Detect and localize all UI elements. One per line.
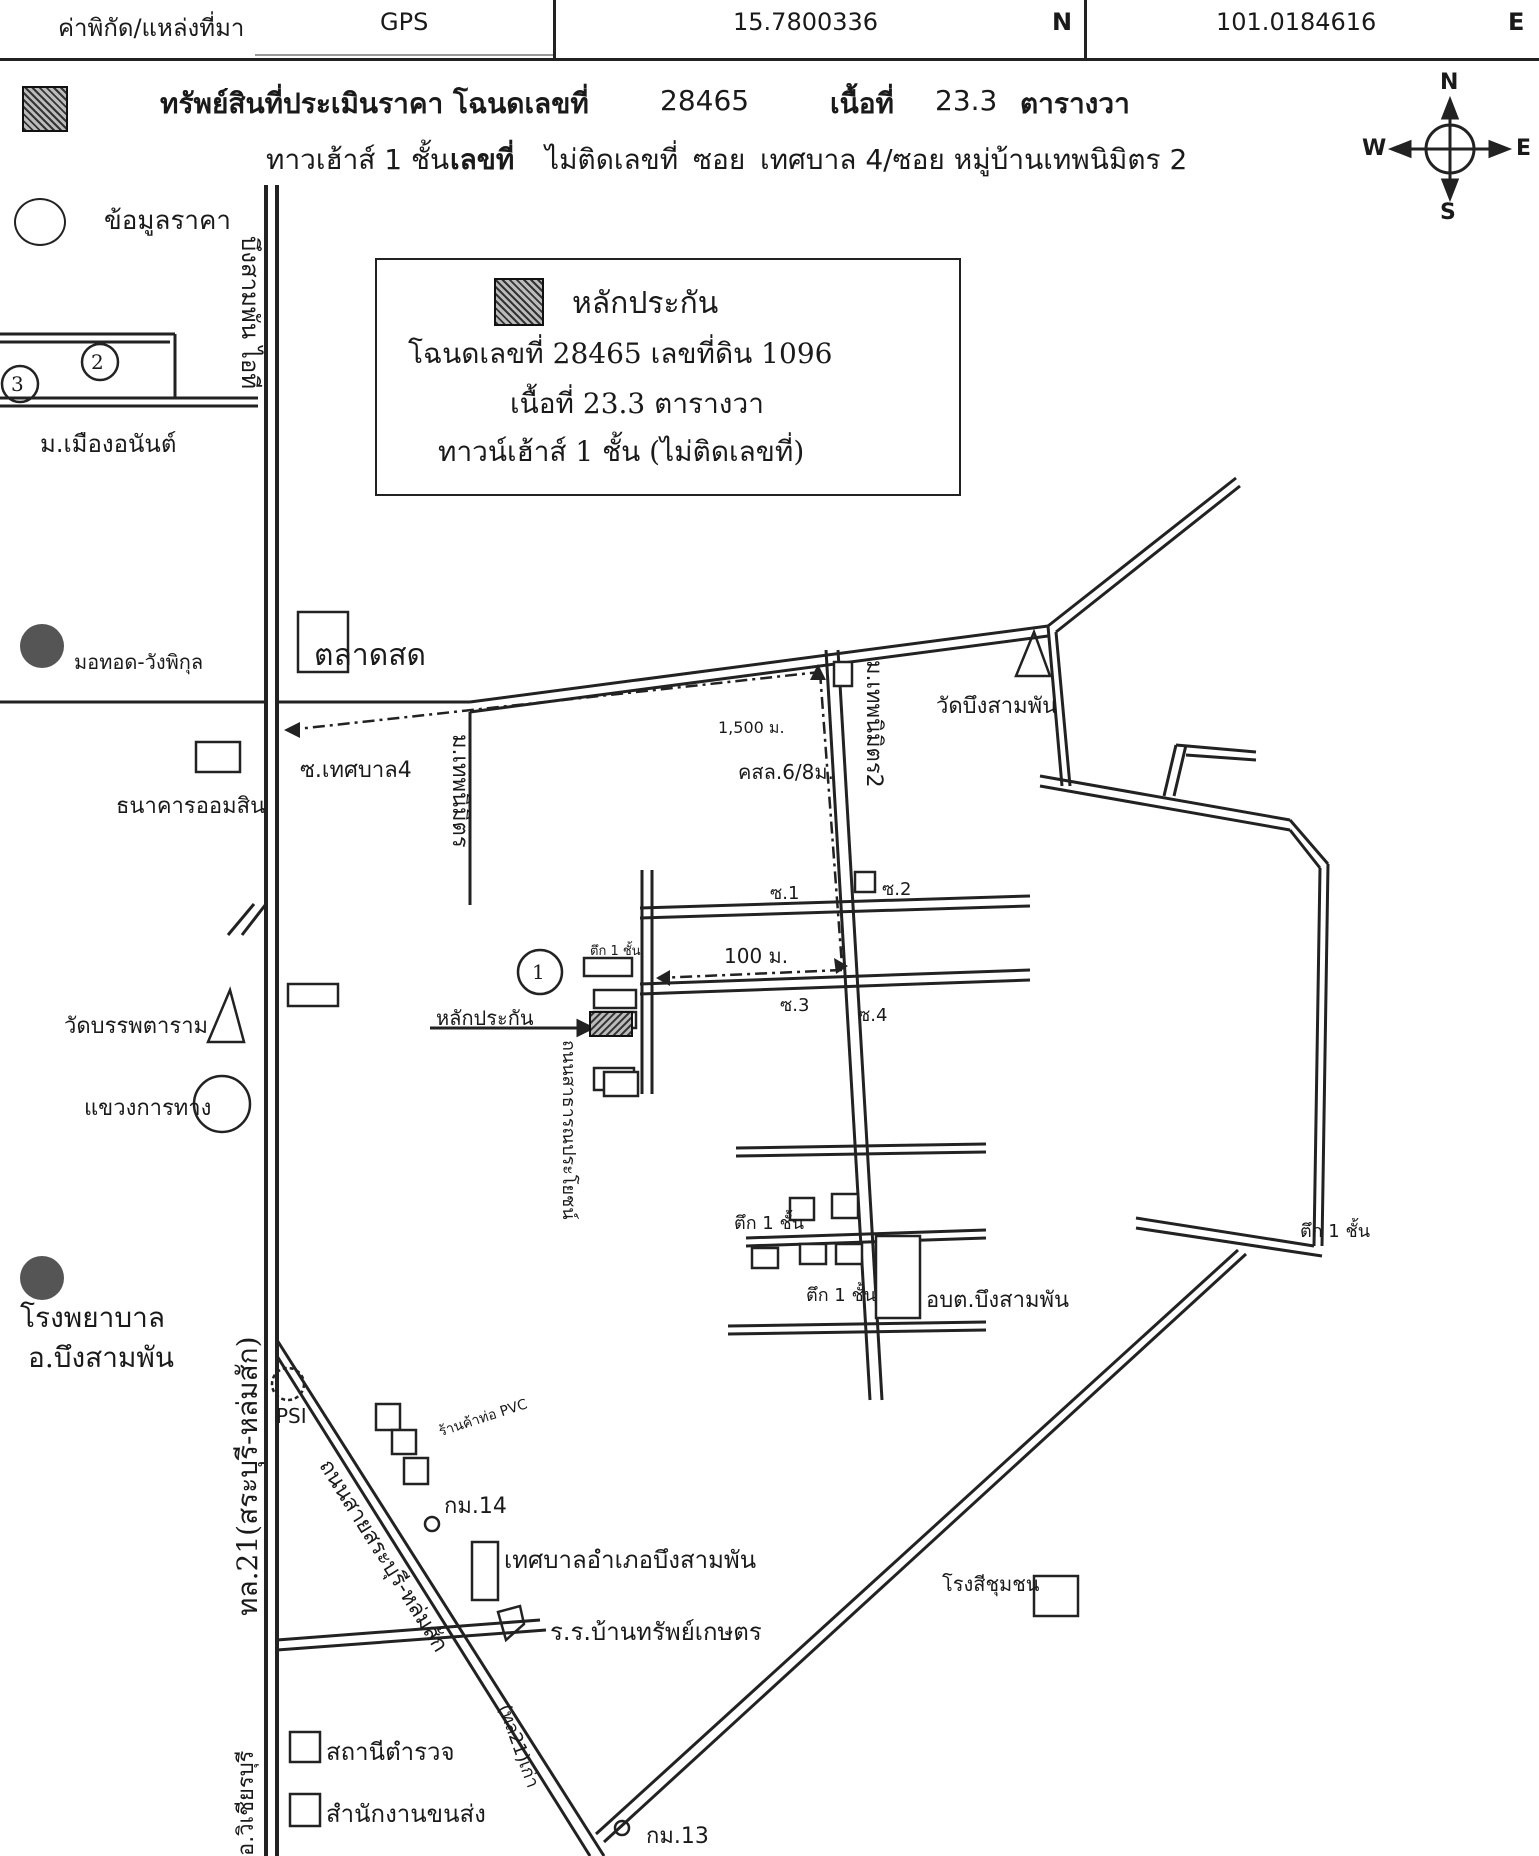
distance-100: 100 ม.	[724, 944, 789, 968]
old-road-label: ถนนสายสระบุรี-หล่มสัก	[313, 1455, 453, 1657]
teuk-label-c: ตึก 1 ชั้น	[1300, 1221, 1371, 1242]
price-circle-icon	[14, 198, 66, 246]
soi-tessaban4-label: ซ.เทศบาล4	[300, 758, 412, 783]
area-value: 23.3	[935, 84, 998, 117]
legend-box	[375, 258, 961, 496]
coordinate-header: ค่าพิกัด/แหล่งที่มา GPS 15.7800336 N 101…	[0, 0, 1539, 61]
building-type: ทาวเฮ้าส์ 1 ชั้น	[266, 143, 450, 176]
teuk-label-a: ตึก 1 ชั้น	[734, 1213, 805, 1234]
compass-n: N	[1440, 70, 1459, 95]
km13-label: กม.13	[646, 1824, 709, 1849]
coord-source: GPS	[380, 8, 429, 36]
collateral-swatch	[22, 86, 68, 132]
soi-4-label: ซ.4	[858, 1005, 888, 1026]
market-label: ตลาดสด	[314, 638, 426, 673]
pvc-shop-label: ร้านค้าท่อ PVC	[436, 1396, 530, 1441]
collateral-parcel	[589, 1011, 633, 1037]
distance-1500: 1,500 ม.	[718, 718, 785, 737]
teuk-label-small: ตึก 1 ชั้น	[590, 944, 641, 959]
divider	[1084, 0, 1087, 58]
teuk-label-b: ตึก 1 ชั้น	[806, 1285, 877, 1306]
school-label: ร.ร.บ้านทรัพย์เกษตร	[550, 1618, 762, 1646]
price-data-label: ข้อมูลราคา	[104, 206, 232, 236]
road-spec-label: คสล.6/8ม.	[738, 760, 834, 784]
legend-line3: ทาวน์เฮ้าส์ 1 ชั้น (ไม่ติดเลขที่)	[438, 435, 805, 468]
property-title: ทรัพย์สินที่ประเมินราคา โฉนดเลขที่	[160, 87, 589, 120]
divider	[553, 0, 556, 58]
compass-rose-icon	[1424, 123, 1476, 175]
paint-factory-label: โรงสีชุมชน	[942, 1572, 1040, 1596]
latitude-dir: N	[1052, 8, 1073, 36]
house-number: ไม่ติดเลขที่	[545, 143, 679, 176]
soi-label: ซอย	[693, 143, 746, 176]
mu-thep-label: ม.เทพนิมิตร	[447, 734, 472, 848]
area-label: เนื้อที่	[830, 87, 894, 120]
compass-w: W	[1362, 136, 1387, 161]
pin-2: 2	[91, 350, 104, 374]
legend-line1: โฉนดเลขที่ 28465 เลขที่ดิน 1096	[408, 337, 833, 370]
wat-banphot-label: วัดบรรพตาราม	[64, 1014, 209, 1039]
deed-number: 28465	[660, 84, 750, 117]
hospital-label-1: โรงพยาบาล	[20, 1301, 165, 1334]
highway-dept-label: แขวงการทาง	[84, 1096, 212, 1121]
bueng-phan-it-label: บึงสามพัน ไอที	[236, 236, 264, 390]
savings-bank-label: ธนาคารออมสิน	[116, 794, 266, 819]
pin-3: 3	[11, 372, 24, 396]
compass-s: S	[1440, 200, 1456, 225]
psi-label: PSI	[276, 1404, 307, 1428]
latitude-value: 15.7800336	[733, 8, 879, 36]
soi-2-label: ซ.2	[882, 879, 912, 900]
soi-1-label: ซ.1	[770, 883, 800, 904]
wat-bueng-label: วัดบึงสามพัน	[936, 694, 1058, 719]
mothod-label: มอทอด-วังพิกุล	[74, 650, 204, 674]
longitude-dir: E	[1508, 8, 1525, 36]
collateral-arrow-label: หลักประกัน	[436, 1006, 534, 1030]
hwy21-label: ทล.21(สระบุรี-หล่มสัก)	[231, 1336, 264, 1616]
public-way-label: ถนนสาธารณประโยชน์	[558, 1040, 579, 1220]
legend-line2: เนื้อที่ 23.3 ตารางวา	[510, 387, 764, 420]
underline	[255, 54, 553, 56]
legend-title: หลักประกัน	[572, 286, 719, 321]
old-road-label-2: (ทล21)เก่า	[493, 1701, 544, 1791]
km14-label: กม.14	[444, 1494, 507, 1519]
area-unit: ตารางวา	[1020, 87, 1130, 120]
mu-thep2-label: ม.เทพนิมิตร2	[861, 660, 886, 788]
longitude-value: 101.0184616	[1216, 8, 1377, 36]
pin-1: 1	[532, 960, 545, 984]
coord-label: ค่าพิกัด/แหล่งที่มา	[58, 14, 245, 42]
soi-name: เทศบาล 4/ซอย หมู่บ้านเทพนิมิตร 2	[760, 143, 1188, 176]
house-label: เลขที่	[450, 143, 515, 176]
wichian-label: อ.วิเชียรบุรี	[234, 1750, 259, 1856]
muang-anan-label: ม.เมืองอนันต์	[40, 430, 177, 458]
municipality-label: เทศบาลอำเภอบึงสามพัน	[504, 1546, 757, 1574]
legend-collateral-swatch	[494, 278, 544, 326]
hospital-label-2: อ.บึงสามพัน	[28, 1341, 175, 1374]
police-label: สถานีตำรวจ	[326, 1738, 455, 1766]
obt-label: อบต.บึงสามพัน	[926, 1288, 1069, 1313]
soi-3-label: ซ.3	[780, 995, 810, 1016]
transport-office-label: สำนักงานขนส่ง	[326, 1800, 486, 1828]
compass-e: E	[1516, 136, 1532, 161]
